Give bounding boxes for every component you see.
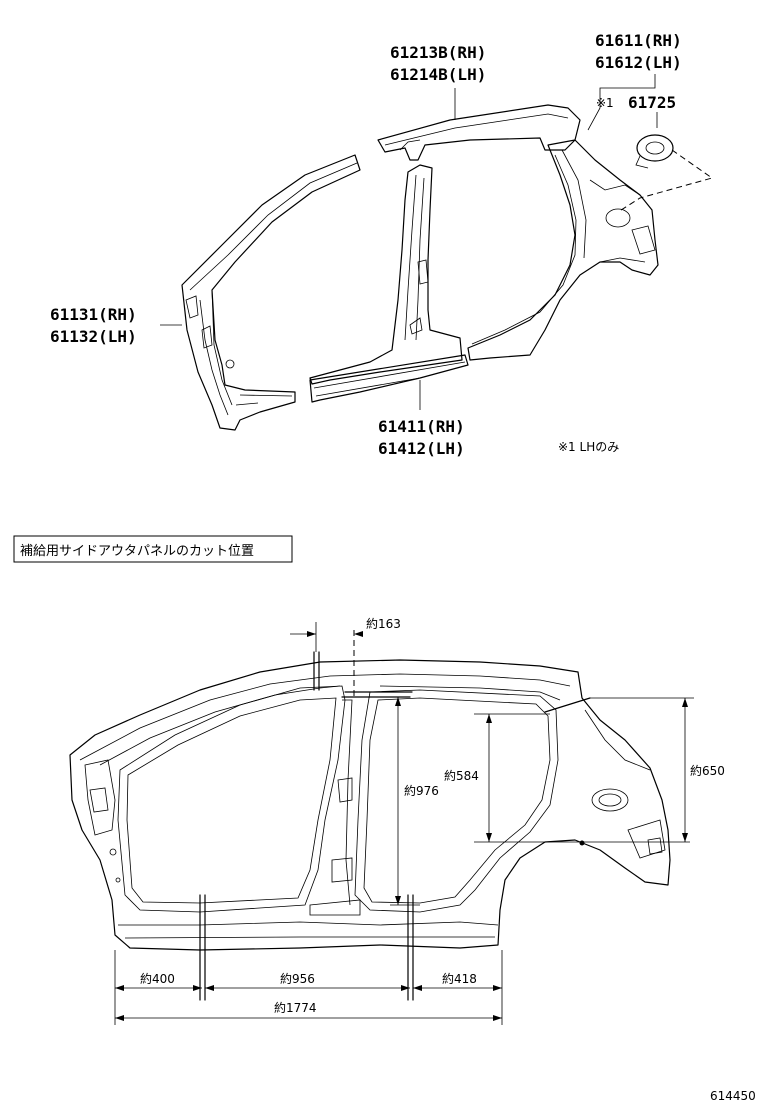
fuel-door-outline <box>591 788 629 812</box>
fuel-lid-drawing <box>635 134 674 169</box>
cut-section-title-box: 補給用サイドアウタパネルのカット位置 <box>13 535 293 563</box>
rocker-drawing <box>309 354 469 403</box>
label-quarter-rh: 61611(RH) <box>595 31 682 50</box>
label-front-pillar-lh: 61132(LH) <box>50 327 137 346</box>
side-panel-outline <box>69 659 671 951</box>
fuel-lid-dashline <box>617 149 714 213</box>
rear-door-opening <box>354 689 559 913</box>
cut-line-rocker-rear <box>407 894 414 1001</box>
dim-976-label: 約976 <box>404 783 439 798</box>
exploded-view: 61213B(RH) 61214B(LH) 61611(RH) 61612(LH… <box>50 31 714 458</box>
front-door-opening <box>117 685 346 913</box>
label-quarter-lh: 61612(LH) <box>595 53 682 72</box>
dim-163: 約163 <box>290 616 401 652</box>
dim-bottom: 約400 約956 約418 約1774 <box>114 950 503 1025</box>
dim-584: 約584 <box>444 713 690 843</box>
cut-line-rocker-front <box>199 894 206 1001</box>
dim-976: 約976 <box>390 697 439 906</box>
label-rocker-rh: 61411(RH) <box>378 417 465 436</box>
label-fuel-lid: 61725 <box>628 93 676 112</box>
label-roof-side-rh: 61213B(RH) <box>390 43 486 62</box>
dim-163-label: 約163 <box>366 616 401 631</box>
label-roof-side-lh: 61214B(LH) <box>390 65 486 84</box>
dim-956-label: 約956 <box>280 971 315 986</box>
cut-line-quarter <box>544 697 591 713</box>
label-fuel-lid-mark: ※1 <box>596 96 614 110</box>
roof-side-drawing <box>309 104 581 385</box>
cut-line-front-roof <box>313 651 320 691</box>
cut-section-title: 補給用サイドアウタパネルのカット位置 <box>20 544 254 559</box>
label-front-pillar-rh: 61131(RH) <box>50 305 137 324</box>
label-rocker-lh: 61412(LH) <box>378 439 465 458</box>
dim-1774-label: 約1774 <box>274 1000 317 1015</box>
dim-418-label: 約418 <box>442 971 477 986</box>
quarter-panel-drawing <box>467 139 659 361</box>
footnote-lh-only: ※1 LHのみ <box>558 440 619 454</box>
dim-400-label: 約400 <box>140 971 175 986</box>
front-pillar-drawing <box>181 154 361 431</box>
dim-650: 約650 <box>590 697 725 842</box>
figure-id: 614450 <box>710 1089 756 1103</box>
dim-650-label: 約650 <box>690 763 725 778</box>
quarter-leader <box>587 74 656 131</box>
side-panel-view: 約163 約976 約584 約650 <box>69 616 725 1025</box>
dim-584-label: 約584 <box>444 768 479 783</box>
